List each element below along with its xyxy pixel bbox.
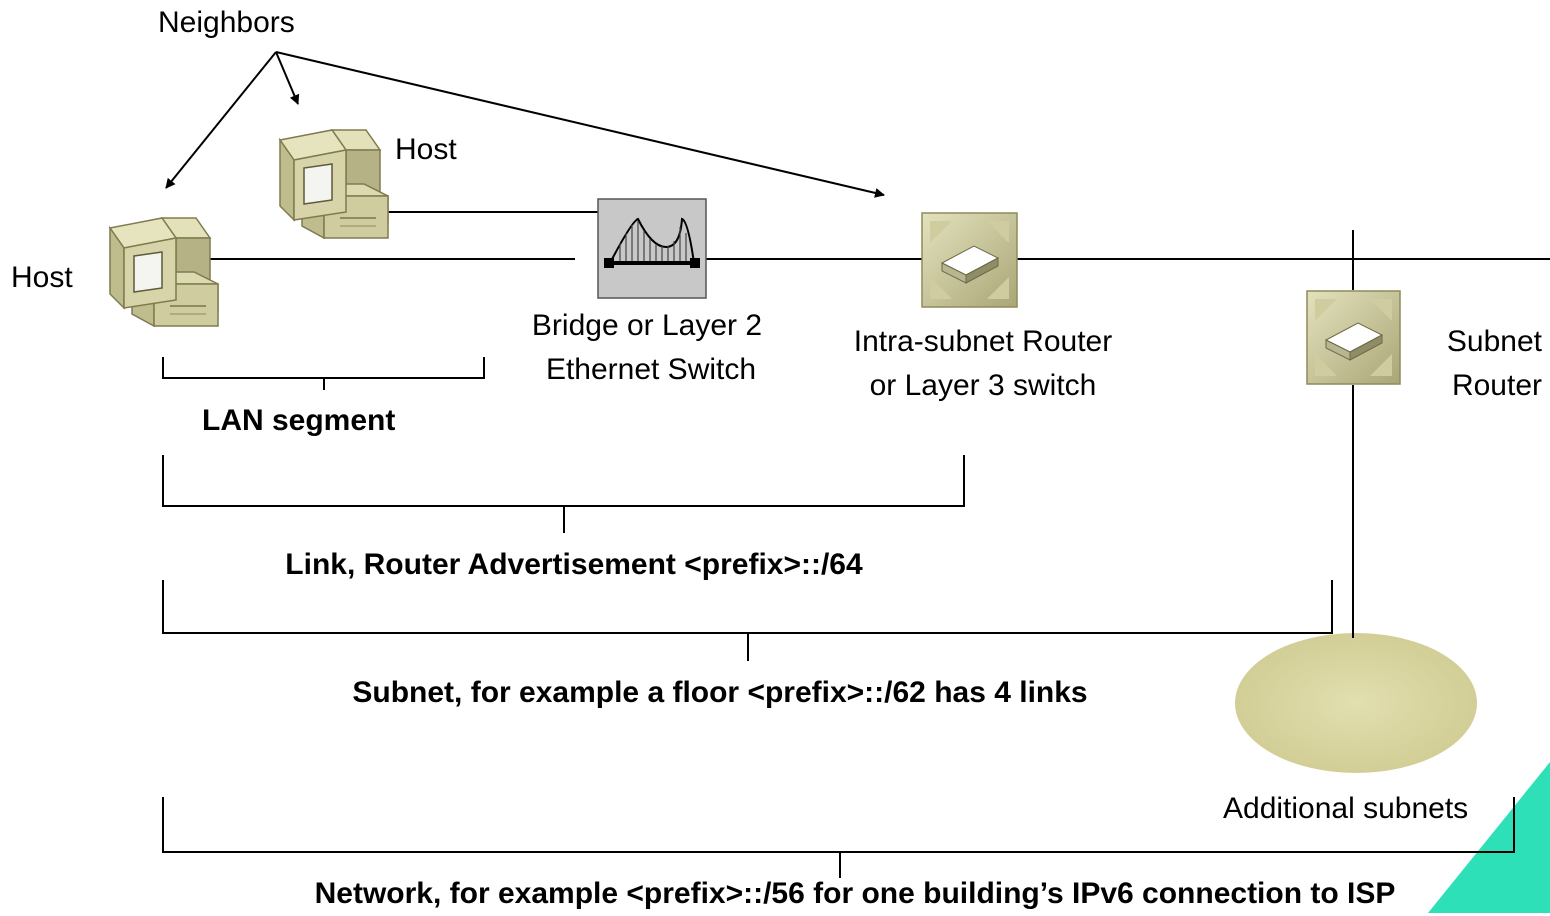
intra-subnet-router-icon — [921, 212, 1018, 308]
additional-subnets-label: Additional subnets — [1223, 792, 1469, 825]
link-label: Link, Router Advertisement <prefix>::/64 — [285, 548, 863, 581]
host-top-computer-icon — [278, 129, 389, 240]
subnet-label: Subnet, for example a floor <prefix>::/6… — [352, 676, 1088, 709]
network-label: Network, for example <prefix>::/56 for o… — [314, 877, 1396, 910]
network-links — [205, 211, 1550, 638]
arrow-to-host-left — [165, 51, 277, 189]
subnet-router-label-line1: Subnet — [1446, 325, 1542, 358]
subnet-bracket — [162, 580, 1333, 661]
bridge-label-line1: Bridge or Layer 2 — [531, 309, 763, 342]
intra-router-label-line2: or Layer 3 switch — [869, 369, 1097, 402]
subnet-router-label-line2: Router — [1451, 369, 1542, 402]
additional-subnets-cloud-icon — [1235, 633, 1477, 773]
network-bracket — [162, 797, 1515, 878]
lan-segment-bracket — [162, 357, 485, 390]
bridge-switch-icon — [597, 198, 707, 299]
host-top-label: Host — [395, 133, 457, 166]
bridge-label-line2: Ethernet Switch — [545, 353, 757, 386]
neighbors-label: Neighbors — [158, 6, 295, 39]
subnet-router-icon — [1306, 290, 1401, 385]
arrow-to-intra-router — [275, 51, 885, 198]
corner-accent-shape — [1428, 762, 1550, 913]
intra-router-label-line1: Intra-subnet Router — [853, 325, 1113, 358]
scope-brackets — [162, 357, 1515, 878]
host-left-computer-icon — [108, 217, 219, 328]
lan-segment-label: LAN segment — [202, 404, 396, 437]
arrow-to-host-top — [275, 51, 300, 105]
host-left-label: Host — [11, 261, 73, 294]
link-bracket — [162, 455, 965, 533]
neighbor-arrows — [165, 51, 885, 198]
